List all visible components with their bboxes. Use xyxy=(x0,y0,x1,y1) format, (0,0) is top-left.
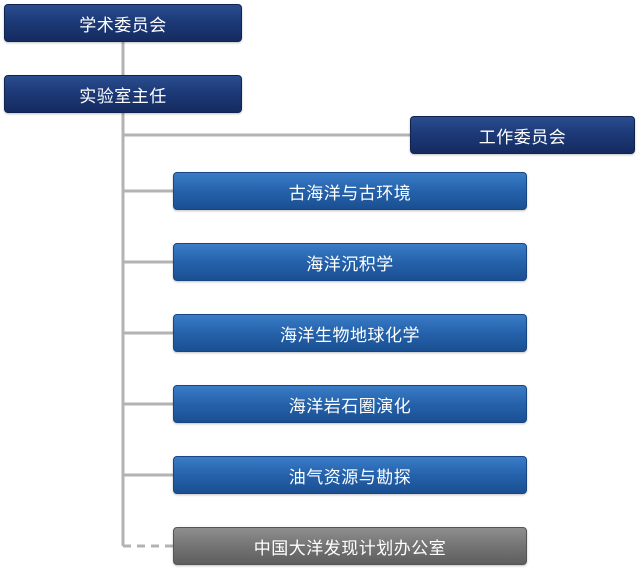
research-group-paleoceanography[interactable]: 古海洋与古环境 xyxy=(173,172,527,210)
research-group-label: 古海洋与古环境 xyxy=(288,183,412,204)
lab-director-node[interactable]: 实验室主任 xyxy=(4,75,242,113)
research-group-oceanic-lithosphere[interactable]: 海洋岩石圈演化 xyxy=(173,385,527,423)
office-label: 中国大洋发现计划办公室 xyxy=(253,538,447,559)
research-group-marine-biogeochemistry[interactable]: 海洋生物地球化学 xyxy=(173,314,527,352)
academic-committee-node[interactable]: 学术委员会 xyxy=(4,4,242,42)
research-group-label: 海洋岩石圈演化 xyxy=(288,396,412,417)
research-group-oil-gas-exploration[interactable]: 油气资源与勘探 xyxy=(173,456,527,494)
working-committee-node[interactable]: 工作委员会 xyxy=(410,116,635,154)
ocean-discovery-program-office-node[interactable]: 中国大洋发现计划办公室 xyxy=(173,527,527,565)
academic-committee-label: 学术委员会 xyxy=(79,15,167,36)
research-group-marine-sedimentology[interactable]: 海洋沉积学 xyxy=(173,243,527,281)
research-group-label: 海洋沉积学 xyxy=(306,254,394,275)
research-group-label: 海洋生物地球化学 xyxy=(280,325,420,346)
research-group-label: 油气资源与勘探 xyxy=(288,467,412,488)
working-committee-label: 工作委员会 xyxy=(478,127,567,148)
lab-director-label: 实验室主任 xyxy=(79,86,167,107)
